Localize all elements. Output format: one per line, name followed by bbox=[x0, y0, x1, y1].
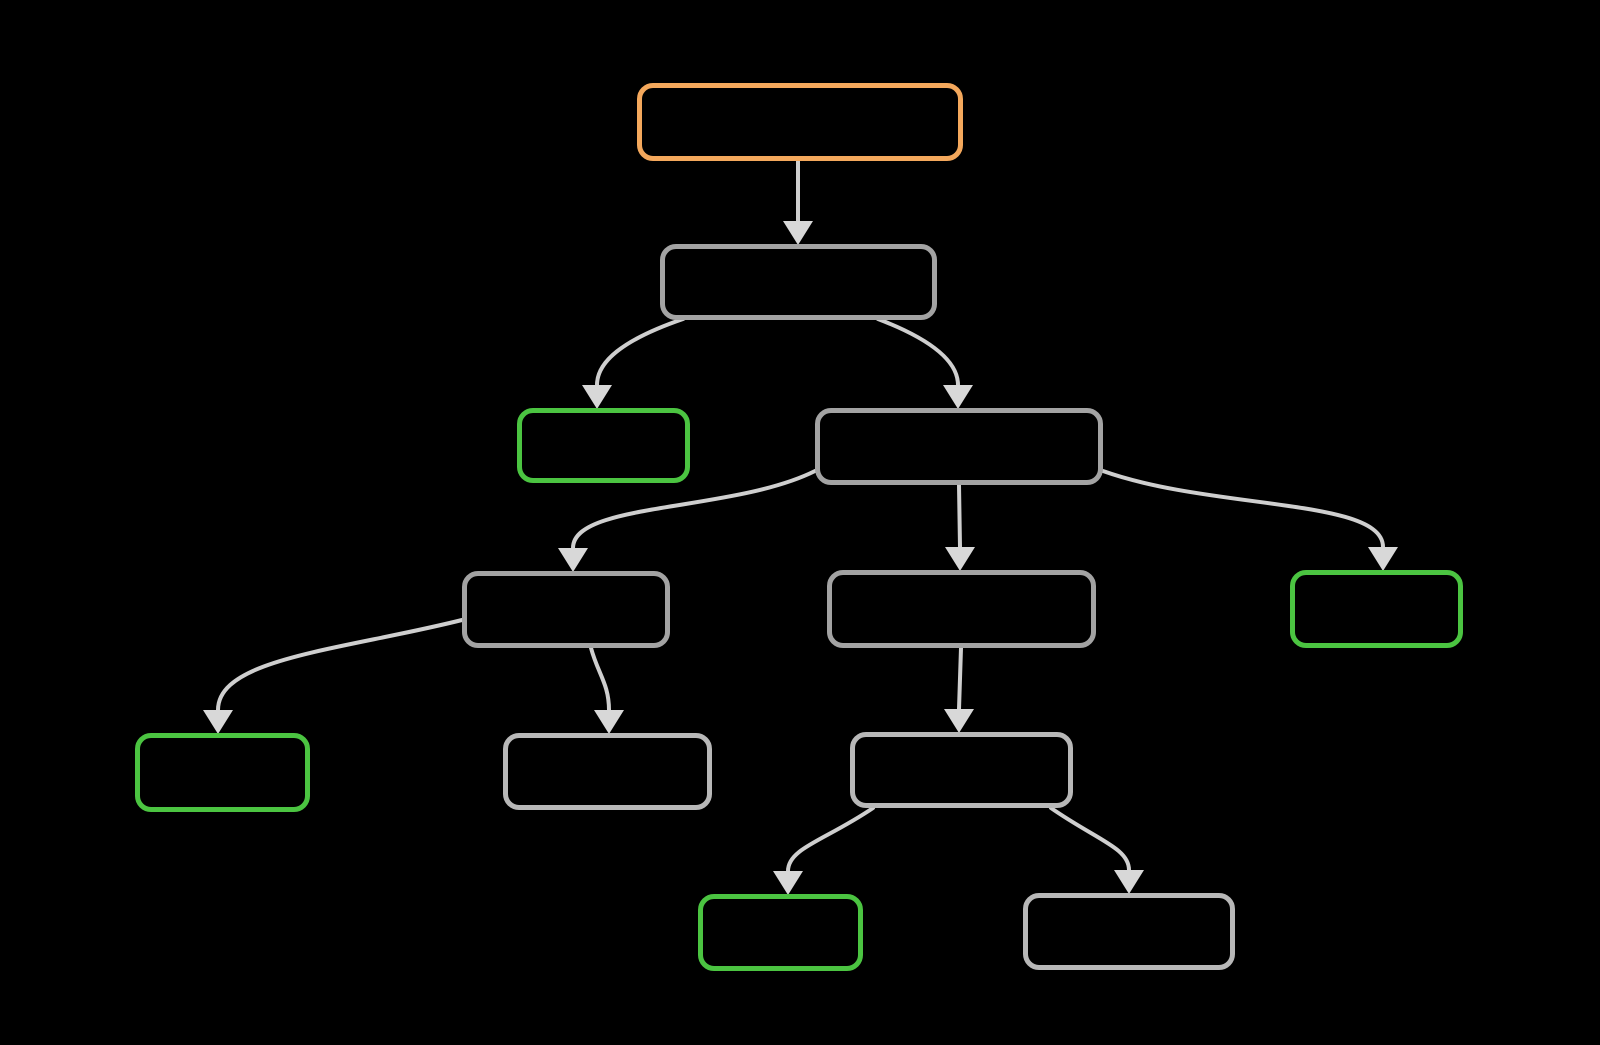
node-level5-middle-left bbox=[503, 733, 712, 810]
node-level4-middle bbox=[827, 570, 1096, 648]
edge-l4b-to-l5c bbox=[957, 646, 963, 711]
arrowhead-icon-root-to-l2 bbox=[783, 221, 813, 245]
node-level5-left-green bbox=[135, 733, 310, 812]
edge-l2-to-l3b bbox=[876, 317, 960, 387]
edge-l3b-to-l4b bbox=[957, 483, 962, 549]
arrowhead-icon-l4b-to-l5c bbox=[944, 709, 974, 733]
node-level4-right-green bbox=[1290, 570, 1463, 648]
node-level4-left bbox=[462, 571, 670, 648]
arrowhead-icon-l5c-to-l6a bbox=[773, 871, 803, 895]
node-level6-right bbox=[1023, 893, 1235, 970]
node-level3-left-green bbox=[517, 408, 690, 483]
arrowhead-icon-l3b-to-l4c bbox=[1368, 547, 1398, 571]
node-level6-left-green bbox=[698, 894, 863, 971]
arrowhead-icon-l4a-to-l5b bbox=[594, 710, 624, 734]
edge-l5c-to-l6a bbox=[786, 806, 875, 873]
edge-l3b-to-l4a bbox=[571, 469, 817, 550]
node-level3-right bbox=[815, 408, 1103, 485]
edge-l5c-to-l6b bbox=[1049, 806, 1131, 872]
edge-l4a-to-l5b bbox=[589, 646, 611, 712]
arrowhead-icon-l4a-to-l5a bbox=[203, 710, 233, 734]
arrowhead-icon-l2-to-l3b bbox=[943, 385, 973, 409]
edge-l2-to-l3a bbox=[595, 317, 685, 387]
arrowhead-icon-l3b-to-l4a bbox=[558, 548, 588, 572]
node-root-orange bbox=[637, 83, 963, 161]
arrowhead-icon-l5c-to-l6b bbox=[1114, 870, 1144, 894]
arrowhead-icon-l3b-to-l4b bbox=[945, 547, 975, 571]
edge-l4a-to-l5a bbox=[216, 618, 464, 712]
node-level2 bbox=[660, 244, 937, 320]
node-level5-middle bbox=[850, 732, 1073, 808]
arrowhead-icon-l2-to-l3a bbox=[582, 385, 612, 409]
edge-l3b-to-l4c bbox=[1101, 469, 1385, 549]
